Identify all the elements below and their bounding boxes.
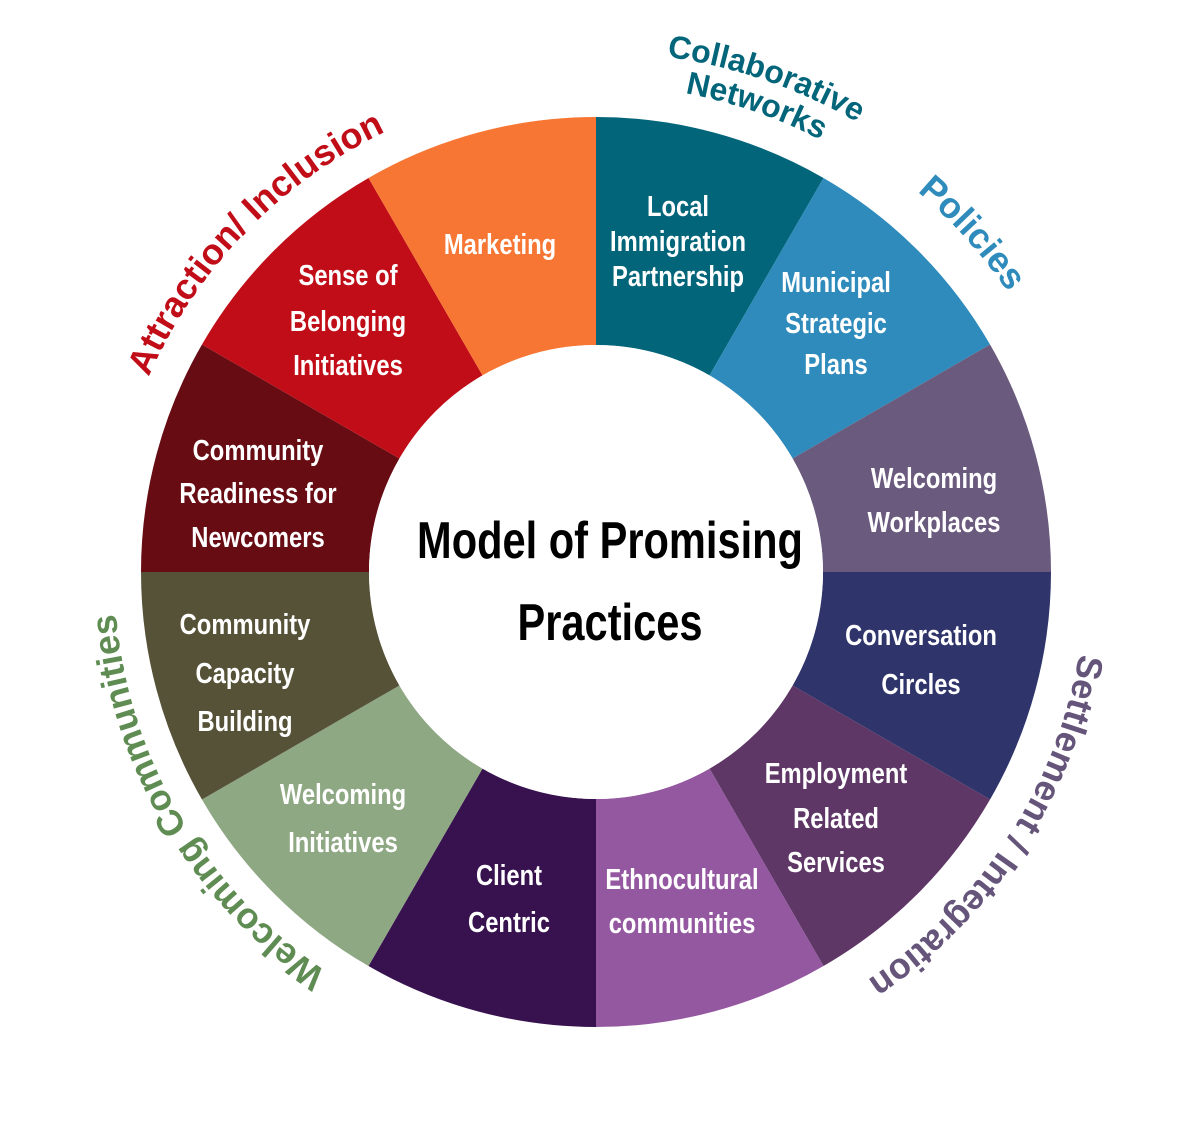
wheel-segment	[141, 344, 400, 572]
wheel-segment	[709, 177, 991, 459]
wheel-segment	[596, 117, 824, 376]
wheel-segment	[141, 572, 400, 800]
segment-label-line: Local	[647, 190, 709, 223]
segment-label-line: Community	[193, 434, 324, 467]
center-circle	[369, 345, 823, 799]
segment-label-line: Community	[180, 608, 311, 641]
segment-label-line: communities	[609, 907, 756, 940]
segment-label-line: Workplaces	[868, 506, 1001, 539]
segment-label-line: Related	[793, 802, 879, 835]
segment-label-line: Immigration	[610, 225, 746, 258]
segment-label-line: Sense of	[298, 259, 397, 292]
segment-label-line: Circles	[881, 668, 960, 701]
segment-label-line: Municipal	[781, 266, 891, 299]
segment-label-line: Partnership	[612, 260, 744, 293]
segment-label-line: Welcoming	[871, 462, 997, 495]
wheel-segment	[201, 177, 483, 459]
segment-label-line: Building	[197, 705, 292, 738]
segment-label-line: Plans	[804, 348, 867, 381]
wheel-segment	[201, 685, 483, 967]
segment-label: Ethnocultural communities	[605, 863, 758, 940]
segment-label-line: Centric	[468, 906, 550, 939]
segment-label-line: Ethnocultural	[605, 863, 758, 896]
segment-label-line: Newcomers	[191, 521, 324, 554]
segment-label-line: Marketing	[444, 228, 556, 261]
wheel-segment	[368, 117, 596, 376]
segment-label-line: Readiness for	[179, 477, 336, 510]
segment-label-line: Conversation	[845, 619, 997, 652]
wheel-segments	[141, 117, 1051, 1027]
segment-label-line: Employment	[765, 757, 908, 790]
wheel-segment	[792, 572, 1051, 800]
wheel-segment	[709, 685, 991, 967]
segment-label-line: Welcoming	[280, 778, 406, 811]
segment-label-line: Initiatives	[293, 349, 403, 382]
segment-label-line: Services	[787, 846, 885, 879]
wheel-segment	[596, 768, 824, 1027]
segment-label-line: Initiatives	[288, 826, 398, 859]
segment-label-line: Strategic	[785, 307, 887, 340]
center-title-line-1: Model of Promising	[417, 511, 803, 570]
center-title: Model of Promising Practices	[417, 511, 803, 652]
segment-label-line: Capacity	[195, 657, 294, 690]
segment-label-line: Client	[476, 859, 542, 892]
center-title-line-2: Practices	[517, 593, 702, 652]
wheel-segment	[792, 344, 1051, 572]
segment-label: Marketing	[444, 228, 556, 261]
wheel-segment	[368, 768, 596, 1027]
segment-label-line: Belonging	[290, 305, 406, 338]
